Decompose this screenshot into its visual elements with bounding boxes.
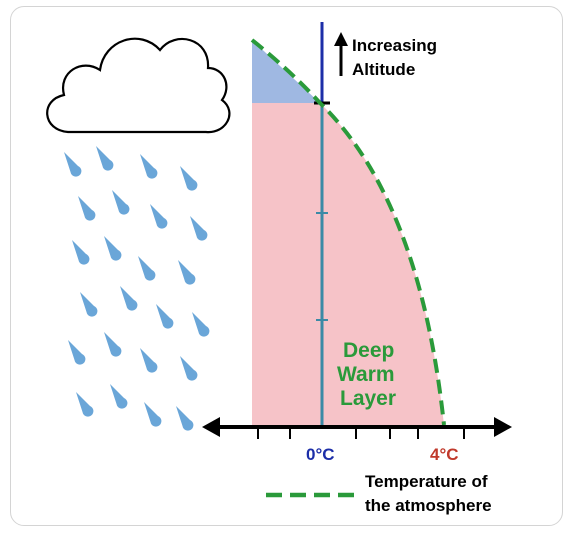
raindrop-icon (176, 406, 194, 431)
raindrop-icon (144, 402, 162, 427)
cloud-icon (46, 37, 231, 134)
zero-degree-label: 0°C (306, 445, 335, 464)
four-degree-label: 4°C (430, 445, 459, 464)
raindrop-icon (76, 392, 94, 417)
raindrop-icon (64, 152, 82, 177)
raindrop-icon (138, 256, 156, 281)
arrow-up-icon (334, 32, 348, 46)
raindrop-icon (156, 304, 174, 329)
raindrop-icon (180, 356, 198, 381)
raindrop-icon (104, 332, 122, 357)
raindrop-icon (80, 292, 98, 317)
raindrop-icon (78, 196, 96, 221)
legend-label-line2: the atmosphere (365, 496, 492, 515)
raindrop-icon (150, 204, 168, 229)
raindrop-icon (112, 190, 130, 215)
raindrop-icon (190, 216, 208, 241)
raindrop-icon (178, 260, 196, 285)
raindrop-icon (140, 348, 158, 373)
raindrop-icon (180, 166, 198, 191)
layer-label-line3: Layer (340, 387, 396, 410)
temperature-axis-ticks (257, 427, 465, 439)
arrow-right-icon (494, 417, 512, 437)
altitude-label-line2: Altitude (352, 60, 415, 79)
raindrop-icon (192, 312, 210, 337)
raindrops (64, 146, 210, 431)
altitude-label-line1: Increasing (352, 36, 437, 55)
raindrop-icon (68, 340, 86, 365)
raindrop-icon (140, 154, 158, 179)
arrow-left-icon (202, 417, 220, 437)
raindrop-icon (110, 384, 128, 409)
layer-label-line2: Warm (337, 363, 395, 386)
warm-region (252, 103, 444, 425)
raindrop-icon (120, 286, 138, 311)
raindrop-icon (96, 146, 114, 171)
raindrop-icon (72, 240, 90, 265)
raindrop-icon (104, 236, 122, 261)
temperature-line (250, 38, 446, 426)
layer-label-line1: Deep (343, 339, 394, 362)
legend-label-line1: Temperature of (365, 472, 488, 491)
